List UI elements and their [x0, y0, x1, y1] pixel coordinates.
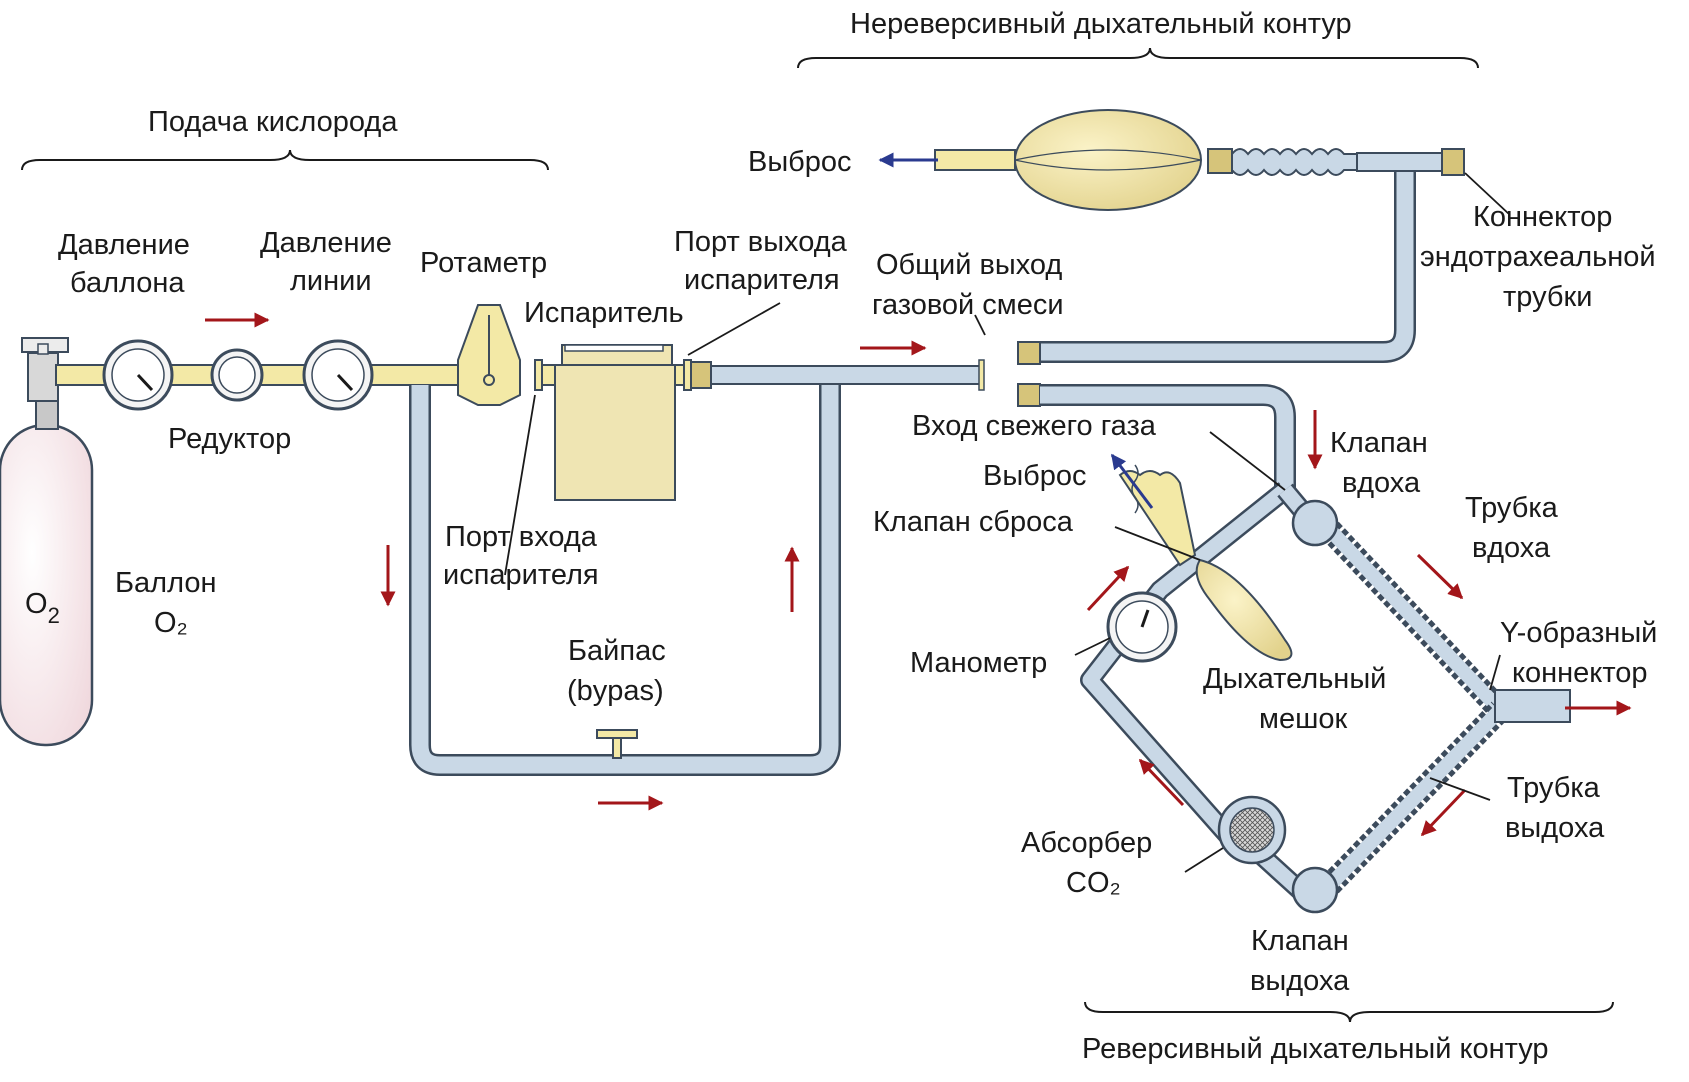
label-bypass-2: (bypas) — [567, 675, 664, 707]
label-absorber-1: Абсорбер — [1021, 827, 1152, 859]
bypass-pipe — [409, 385, 841, 776]
vaporizer — [534, 344, 712, 501]
nonrebreathing-circuit — [934, 109, 1465, 365]
bypass-valve — [596, 729, 638, 759]
label-vaporizer-inlet-2: испарителя — [443, 559, 599, 591]
breathing-bag — [1118, 464, 1293, 662]
flow-arrow-absorber-up — [1138, 758, 1185, 807]
common-gas-outlet-pipe — [710, 359, 985, 391]
label-et-connector-2: эндотрахеальной — [1420, 241, 1656, 273]
cylinder-symbol: O2 — [25, 588, 60, 628]
label-expiratory-valve-1: Клапан — [1251, 925, 1349, 957]
label-expiratory-tube-2: выдоха — [1505, 812, 1605, 844]
labels: Подача кислорода Нереверсивный дыхательн… — [25, 8, 1657, 1065]
oxygen-cylinder — [0, 337, 94, 747]
label-et-connector-3: трубки — [1503, 281, 1592, 313]
leader-lines — [504, 172, 1511, 873]
cylinder-pressure-gauge — [102, 339, 174, 411]
label-cylinder-2: O₂ — [154, 607, 188, 639]
flow-arrow-inspiratory — [1416, 553, 1464, 600]
flow-arrow-exhaust-mid — [1110, 453, 1154, 509]
label-manometer: Манометр — [910, 647, 1047, 679]
label-bypass-1: Байпас — [568, 635, 666, 667]
label-vaporizer-inlet-1: Порт входа — [445, 521, 598, 553]
label-inspiratory-valve-1: Клапан — [1330, 427, 1428, 459]
label-rotameter: Ротаметр — [420, 247, 547, 279]
label-absorber-2: CO₂ — [1066, 867, 1121, 899]
label-vaporizer: Испаритель — [524, 297, 684, 329]
rebreathing-circuit — [1017, 383, 1571, 903]
label-et-connector-1: Коннектор — [1473, 201, 1612, 233]
label-cylinder-1: Баллон — [115, 567, 216, 599]
label-line-pressure-2: линии — [290, 265, 372, 297]
label-y-connector-1: Y-образный — [1500, 617, 1657, 649]
regulator — [210, 348, 264, 402]
label-regulator: Редуктор — [168, 423, 291, 455]
label-y-connector-2: коннектор — [1512, 657, 1648, 689]
inspiratory-valve — [1291, 499, 1339, 547]
manometer — [1106, 591, 1178, 663]
label-inspiratory-tube-2: вдоха — [1472, 532, 1551, 564]
line-pressure-gauge — [302, 339, 374, 411]
label-breathing-bag-2: мешок — [1259, 703, 1347, 735]
label-vaporizer-outlet-2: испарителя — [684, 264, 840, 296]
label-exhaust-mid: Выброс — [983, 460, 1087, 492]
brace-rebreathing — [1084, 1001, 1614, 1023]
label-breathing-bag-1: Дыхательный — [1203, 663, 1386, 695]
label-exhaust-top: Выброс — [748, 146, 852, 178]
rotameter — [457, 304, 521, 406]
label-expiratory-valve-2: выдоха — [1250, 965, 1350, 997]
co2-absorber — [1217, 795, 1287, 865]
brace-oxygen-supply — [21, 149, 549, 171]
label-common-outlet-2: газовой смеси — [872, 289, 1064, 321]
section-rebreathing: Реверсивный дыхательный контур — [1082, 1033, 1549, 1065]
flow-arrow-expiratory — [1420, 788, 1467, 837]
brace-nonrebreathing — [797, 47, 1479, 69]
label-pop-off-valve: Клапан сброса — [873, 506, 1074, 538]
label-vaporizer-outlet-1: Порт выхода — [674, 226, 848, 258]
label-fresh-gas-inlet: Вход свежего газа — [912, 410, 1157, 442]
label-expiratory-tube-1: Трубка — [1507, 772, 1601, 804]
label-cylinder-pressure-2: баллона — [70, 267, 185, 299]
section-oxygen-supply: Подача кислорода — [148, 106, 398, 138]
label-inspiratory-valve-2: вдоха — [1342, 467, 1421, 499]
flow-arrows — [205, 152, 1632, 837]
label-common-outlet-1: Общий выход — [876, 249, 1062, 281]
section-nonrebreathing: Нереверсивный дыхательный контур — [850, 8, 1352, 40]
label-cylinder-pressure-1: Давление — [58, 229, 190, 261]
label-inspiratory-tube-1: Трубка — [1465, 492, 1559, 524]
flow-arrow-manometer-up — [1086, 565, 1130, 612]
expiratory-valve — [1291, 866, 1339, 914]
label-line-pressure-1: Давление — [260, 227, 392, 259]
